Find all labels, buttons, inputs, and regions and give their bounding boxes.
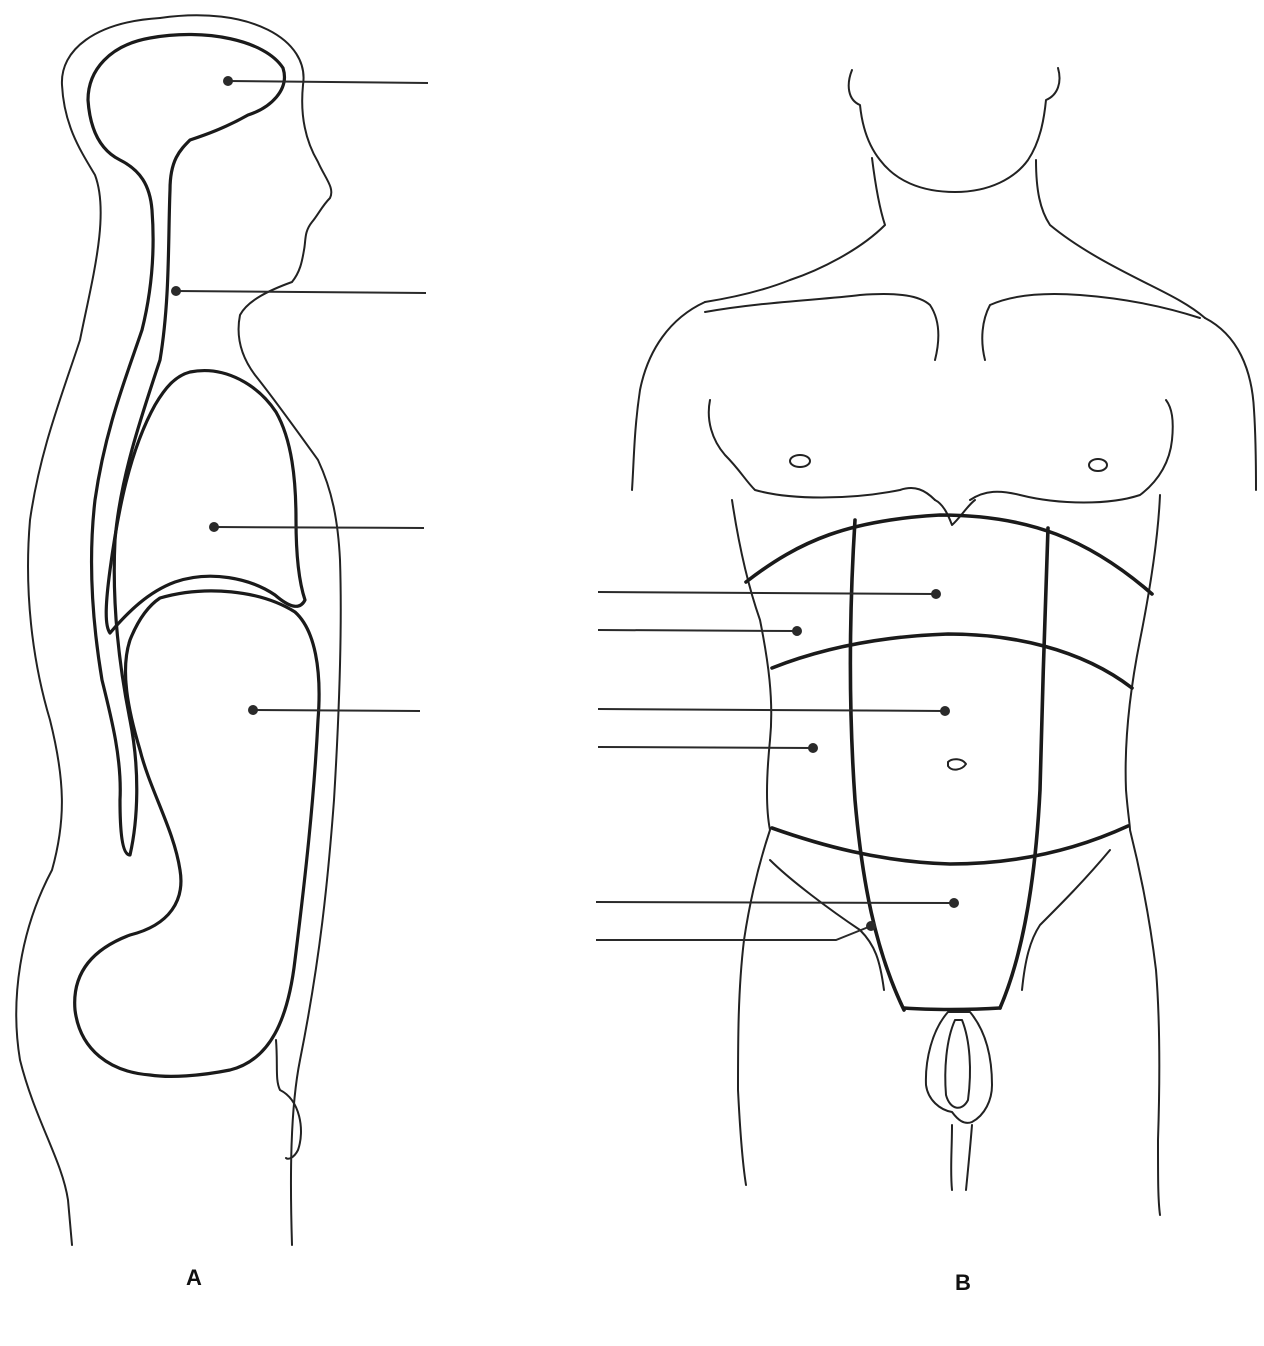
- pointer-umbilical: [598, 706, 950, 716]
- pointer-hypogastric: [596, 898, 959, 908]
- panel-b-label: B: [955, 1270, 971, 1296]
- torso-left-side: [732, 500, 771, 1185]
- pointer-line: [598, 592, 936, 594]
- thoracic-cavity: [106, 371, 305, 633]
- navel-icon: [948, 759, 966, 769]
- pointer-line: [596, 902, 954, 903]
- cranial-spinal-cavity: [88, 35, 284, 855]
- pointer-hypochondriac: [598, 626, 802, 636]
- left-nipple-icon: [790, 455, 810, 467]
- pointer-line: [598, 747, 813, 748]
- genital-outline: [926, 1012, 992, 1123]
- pointer-line: [598, 630, 797, 631]
- lower-horizontal-line: [772, 826, 1128, 864]
- pointer-abdominopelvic: [248, 705, 420, 715]
- pointer-line: [596, 926, 871, 940]
- pointer-line: [253, 710, 420, 711]
- pointer-line: [228, 81, 428, 83]
- genital-inner: [945, 1020, 970, 1108]
- pointer-thoracic: [209, 522, 424, 532]
- panel-a-sagittal-figure: [16, 15, 428, 1245]
- pointer-line: [176, 291, 426, 293]
- clavicle-lines: [705, 294, 1200, 360]
- pointer-epigastric: [598, 589, 941, 599]
- left-pectoral: [709, 400, 935, 500]
- neck-outline: [849, 68, 1060, 192]
- pointer-iliac: [596, 921, 876, 940]
- right-groin-line: [1022, 850, 1110, 990]
- upper-horizontal-line: [746, 515, 1152, 594]
- sternum-notch: [935, 500, 975, 525]
- pointer-cranial: [223, 76, 428, 86]
- body-back-outline: [16, 18, 160, 1245]
- panel-b-anterior-figure: [596, 68, 1256, 1215]
- neck-left-side: [705, 158, 885, 302]
- panel-a-label: A: [186, 1265, 202, 1291]
- pointer-line: [214, 527, 424, 528]
- left-shoulder-arm: [632, 302, 705, 490]
- pointer-line: [598, 709, 945, 711]
- thigh-inner-lines: [951, 1125, 972, 1190]
- right-pectoral: [970, 400, 1173, 503]
- pointer-lumbar: [598, 743, 818, 753]
- pointer-spinal: [171, 286, 426, 296]
- middle-horizontal-line: [772, 634, 1132, 688]
- right-shoulder-arm: [1205, 318, 1256, 490]
- right-nipple-icon: [1089, 459, 1107, 471]
- right-vertical-line: [1000, 528, 1048, 1008]
- torso-right-side: [1126, 495, 1160, 1215]
- abdominopelvic-cavity: [75, 591, 319, 1076]
- pubic-base-line: [904, 1008, 1000, 1010]
- genital-contour: [276, 1040, 301, 1159]
